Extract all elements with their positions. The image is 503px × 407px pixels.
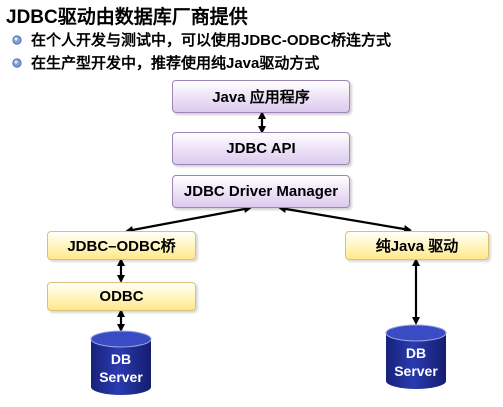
db-server-left: DB Server bbox=[88, 330, 154, 396]
bullet-text-pure-java: 在生产型开发中，推荐使用纯Java驱动方式 bbox=[31, 55, 320, 72]
db-label-line2: Server bbox=[99, 369, 143, 385]
bullet-text-bridge: 在个人开发与测试中，可以使用JDBC-ODBC桥连方式 bbox=[31, 32, 392, 49]
jdbc-odbc-bridge-box: JDBC–ODBC桥 bbox=[47, 231, 196, 260]
jdbc-api-box: JDBC API bbox=[172, 132, 350, 165]
bullet-list: 在个人开发与测试中，可以使用JDBC-ODBC桥连方式 在生产型开发中，推荐使用… bbox=[12, 28, 391, 74]
arrow-manager-bridge bbox=[125, 205, 252, 234]
driver-manager-box: JDBC Driver Manager bbox=[172, 175, 350, 208]
bullet-icon bbox=[12, 34, 22, 45]
bullet-item-bridge: 在个人开发与测试中，可以使用JDBC-ODBC桥连方式 bbox=[12, 28, 391, 51]
pure-java-driver-box: 纯Java 驱动 bbox=[345, 231, 489, 260]
db-label-line1: DB bbox=[405, 345, 427, 361]
db-label-line1: DB bbox=[110, 351, 132, 367]
database-icon bbox=[90, 330, 152, 395]
bullet-icon bbox=[12, 57, 22, 68]
db-label-line2: Server bbox=[394, 363, 438, 379]
database-icon bbox=[385, 324, 447, 389]
db-server-right: DB Server bbox=[383, 324, 449, 390]
page-title: JDBC驱动由数据库厂商提供 bbox=[6, 7, 248, 28]
odbc-box: ODBC bbox=[47, 282, 196, 311]
arrow-manager-purejava bbox=[278, 205, 412, 233]
java-app-box: Java 应用程序 bbox=[172, 80, 350, 113]
bullet-item-pure-java: 在生产型开发中，推荐使用纯Java驱动方式 bbox=[12, 51, 391, 74]
